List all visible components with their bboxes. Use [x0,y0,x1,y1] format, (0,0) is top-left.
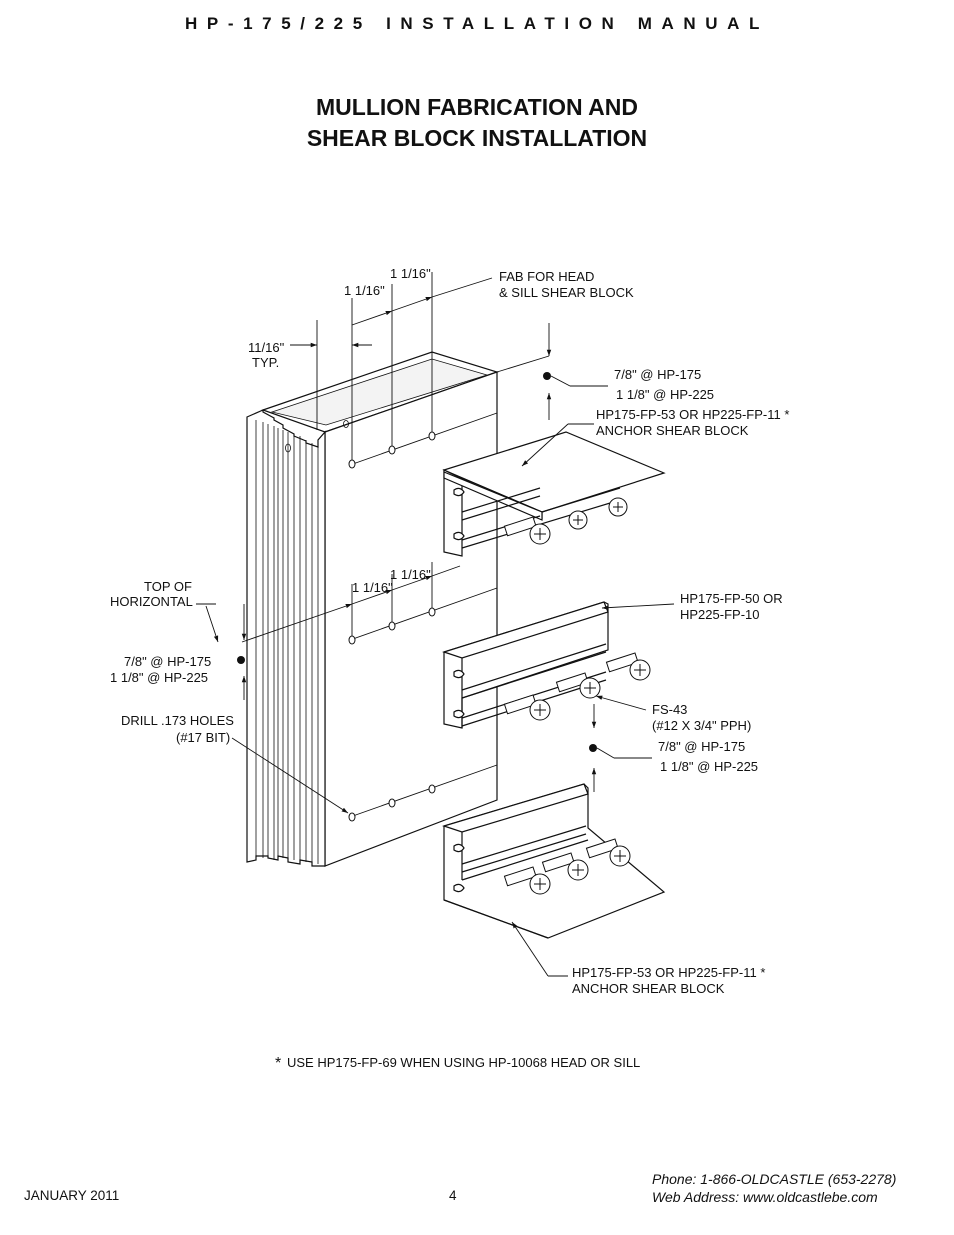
wall-thickness-label: 11/16" [248,340,285,355]
top-of-horizontal-label: TOP OF [144,579,192,594]
bottom-block-screws [503,838,631,895]
right-offset-label: 7/8" @ HP-175 [658,739,745,754]
hole [388,445,396,455]
hole [428,431,436,441]
callout-labels: 1 1/16" 1 1/16" FAB FOR HEAD & SILL SHEA… [110,266,789,1072]
page-number: 4 [449,1188,457,1203]
page-title: MULLION FABRICATION AND SHEAR BLOCK INST… [0,92,954,154]
drill-holes-label: (#17 BIT) [176,730,230,745]
hole [428,607,436,617]
top-offset-label: 7/8" @ HP-175 [614,367,701,382]
left-offset-label: 7/8" @ HP-175 [124,654,211,669]
middle-dimension-lines [196,562,461,700]
left-offset-label: 1 1/8" @ HP-225 [110,670,208,685]
mid-block-label: HP225-FP-10 [680,607,759,622]
dim-top-label: 1 1/16" [344,283,385,298]
wall-thickness-label: TYP. [252,355,279,370]
mid-block-label: HP175-FP-50 OR [680,591,783,606]
mid-dim-label: 1 1/16" [390,567,431,582]
fab-note-label: FAB FOR HEAD [499,269,594,284]
page-title-line-2: SHEAR BLOCK INSTALLATION [306,125,648,151]
hole [348,459,356,469]
right-offset-label: 1 1/8" @ HP-225 [660,759,758,774]
hole [348,635,356,645]
top-offset-label: 1 1/8" @ HP-225 [616,387,714,402]
top-of-horizontal-label: HORIZONTAL [110,594,193,609]
contact-info: Phone: 1-866-OLDCASTLE (653-2278) Web Ad… [652,1170,896,1206]
web-address-text: Web Address: www.oldcastlebe.com [652,1189,878,1205]
phone-text: Phone: 1-866-OLDCASTLE (653-2278) [652,1171,897,1187]
bottom-block-label: ANCHOR SHEAR BLOCK [572,981,725,996]
hole [388,798,396,808]
hole-layout-lines [349,412,498,818]
fab-note-label: & SILL SHEAR BLOCK [499,285,634,300]
dim-top-label: 1 1/16" [390,266,431,281]
top-block-label: ANCHOR SHEAR BLOCK [596,423,749,438]
top-dimension-lines [290,272,552,460]
right-reference-dot [589,744,597,752]
mullion-extrusion [246,351,499,867]
footnote-text: USE HP175-FP-69 WHEN USING HP-10068 HEAD… [287,1055,640,1070]
mid-dim-label: 1 1/16" [352,580,393,595]
drill-holes-label: DRILL .173 HOLES [121,713,234,728]
hole [428,784,436,794]
footer-date: JANUARY 2011 [24,1188,120,1203]
top-block-screws [503,497,628,545]
middle-block-screws [503,652,651,721]
left-reference-dot [237,656,245,664]
footnote-asterisk: * [275,1055,281,1072]
manual-header: HP-175/225 INSTALLATION MANUAL [185,14,769,33]
screw-label: (#12 X 3/4" PPH) [652,718,751,733]
page-title-line-1: MULLION FABRICATION AND [316,94,638,120]
screw-label: FS-43 [652,702,687,717]
bottom-block-label: HP175-FP-53 OR HP225-FP-11 * [572,965,765,980]
top-block-label: HP175-FP-53 OR HP225-FP-11 * [596,407,789,422]
hole [348,812,356,822]
top-reference-dot [543,372,551,380]
hole [388,621,396,631]
